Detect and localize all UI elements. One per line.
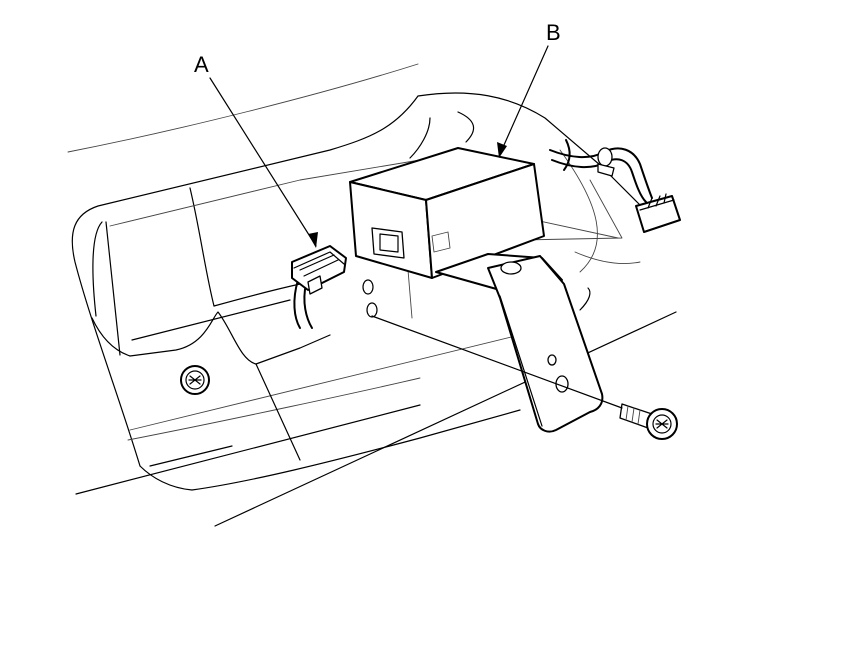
callout-label-b: B — [546, 20, 561, 45]
harness-connector-icon — [635, 193, 681, 233]
control-unit-b — [349, 147, 545, 279]
mounting-bracket — [435, 253, 604, 433]
callout-label-a: A — [194, 52, 209, 77]
bolt-icon — [619, 403, 678, 440]
trunk-panel — [67, 63, 677, 527]
arrow-a-icon — [308, 232, 318, 248]
connector-a — [291, 245, 347, 329]
wiring-harness — [549, 139, 681, 233]
mounting-holes — [362, 279, 378, 318]
leader-lines — [209, 45, 623, 409]
arrow-b-icon — [497, 142, 507, 158]
ground-bolt-icon — [180, 365, 210, 395]
